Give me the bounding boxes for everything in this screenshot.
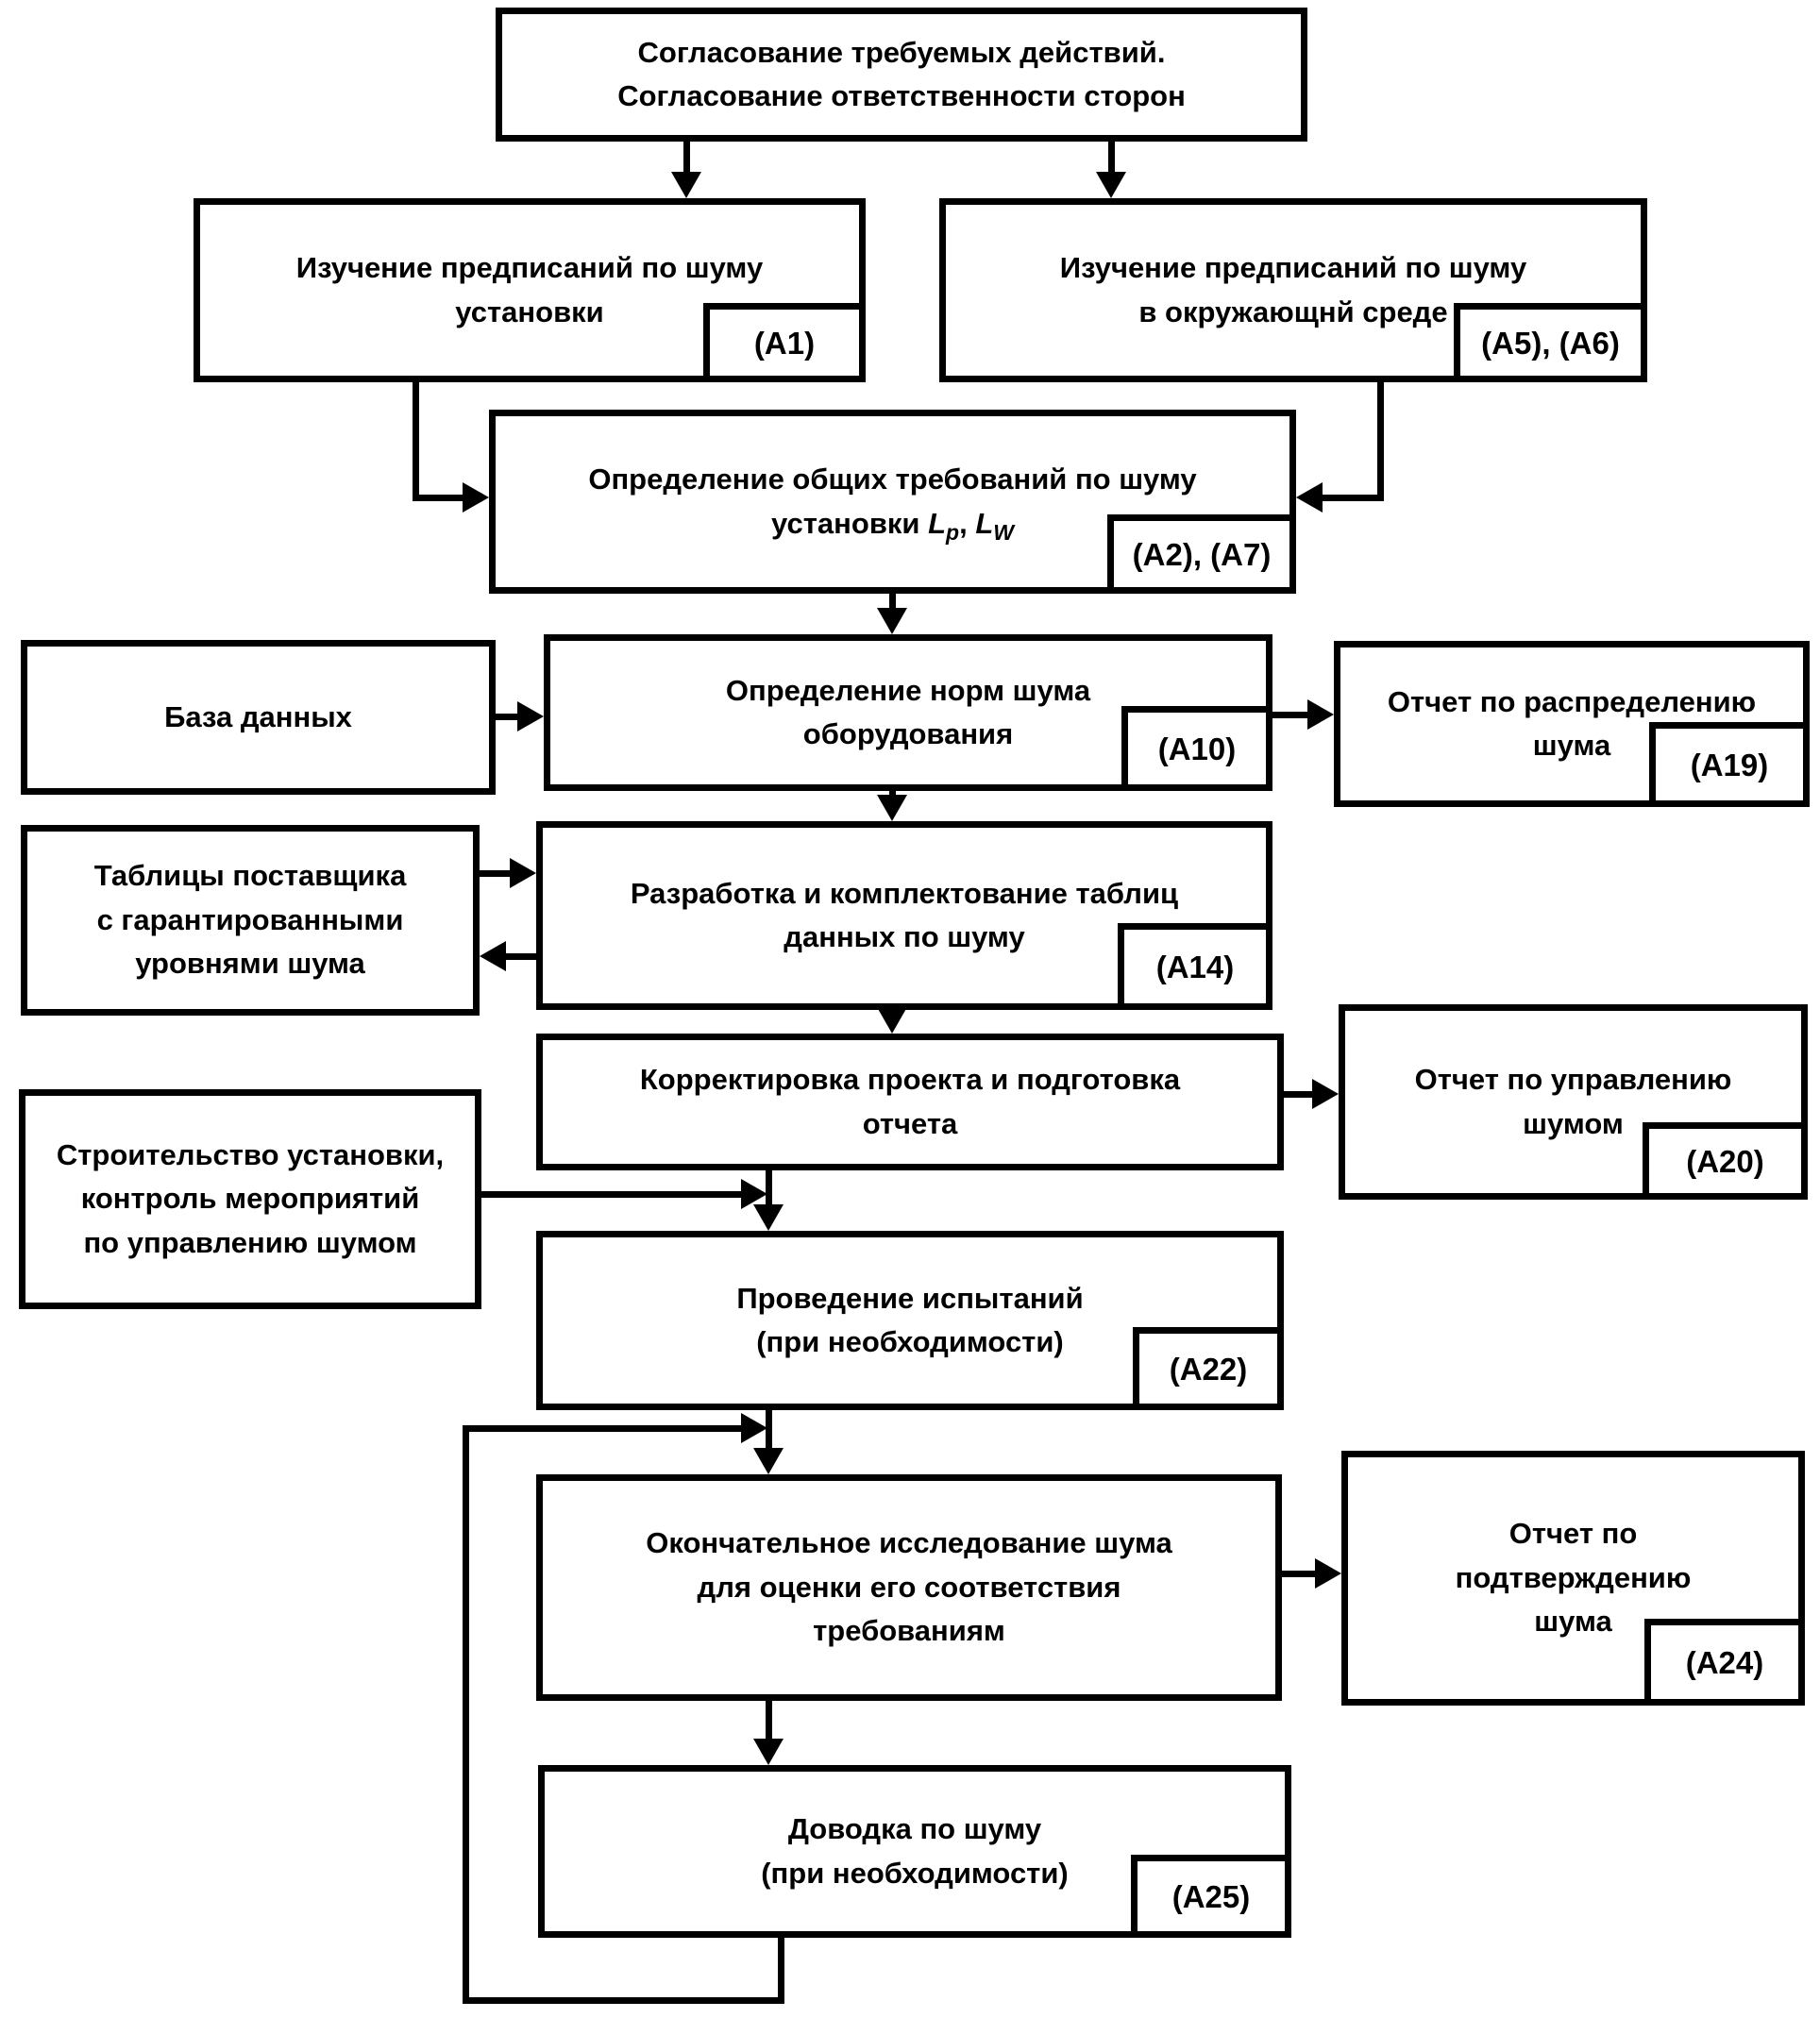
node-database-label: База данных	[164, 699, 352, 733]
arrowhead-equip-norms-to-data-tables	[877, 795, 907, 821]
node-general-requirements: Определение общих требований по шуму уст…	[489, 410, 1296, 594]
arrowhead-study-plant-to-general-req	[463, 482, 489, 513]
connector-study-plant-to-general-req-h	[413, 495, 464, 501]
connector-loopback-up	[463, 1425, 469, 2004]
connector-general-req-to-equip-norms	[889, 594, 896, 611]
arrowhead-database-to-equip-norms	[517, 701, 544, 732]
node-agree-actions: Согласование требуемых действий. Согласо…	[496, 8, 1307, 142]
arrowhead-construction-to-junction	[741, 1179, 767, 1209]
node-final-noise-study: Окончательное исследование шума для оцен…	[536, 1474, 1282, 1701]
arrowhead-equip-norms-to-report-distribution	[1307, 699, 1334, 730]
node-report-noise-confirmation-tag: (А24)	[1644, 1619, 1805, 1706]
node-noise-data-tables: Разработка и комплектование таблиц данны…	[536, 821, 1272, 1010]
node-report-noise-management-tag: (А20)	[1643, 1122, 1808, 1200]
arrowhead-testing-to-final-study	[753, 1448, 784, 1474]
connector-construction-to-junction	[481, 1191, 743, 1198]
arrowhead-agree-to-study-plant	[671, 172, 701, 198]
node-report-noise-management-label: Отчет по управлению шумом	[1414, 1063, 1732, 1140]
node-database: База данных	[21, 640, 496, 795]
node-final-noise-study-label: Окончательное исследование шума для оцен…	[646, 1526, 1172, 1648]
node-equipment-noise-norms-label: Определение норм шума оборудования	[725, 673, 1091, 751]
node-testing: Проведение испытаний (при необходимости)…	[536, 1231, 1284, 1410]
connector-testing-to-final-study	[766, 1410, 772, 1454]
node-equipment-noise-norms-tag: (А10)	[1121, 706, 1272, 791]
connector-study-plant-to-general-req-v	[413, 382, 419, 501]
arrowhead-final-study-to-report-confirmation	[1315, 1558, 1341, 1589]
node-agree-actions-label: Согласование требуемых действий. Согласо…	[617, 35, 1186, 113]
arrowhead-final-study-to-noise-tuning	[753, 1739, 784, 1765]
node-noise-data-tables-tag: (А14)	[1118, 923, 1272, 1010]
connector-loopback-down	[778, 1938, 784, 2004]
node-construction-control: Строительство установки, контроль меропр…	[19, 1089, 481, 1309]
node-supplier-tables: Таблицы поставщика с гарантированными ур…	[21, 825, 480, 1016]
node-general-requirements-label: Определение общих требований по шуму уст…	[588, 462, 1197, 545]
node-report-noise-management: Отчет по управлению шумом (А20)	[1339, 1004, 1808, 1200]
node-study-plant-noise-tag: (А1)	[703, 303, 866, 382]
node-report-noise-distribution: Отчет по распределению шума (А19)	[1334, 641, 1810, 807]
node-report-noise-confirmation: Отчет по подтверждению шума (А24)	[1341, 1451, 1805, 1706]
connector-supplier-to-data-tables	[480, 870, 512, 877]
node-general-requirements-tag: (А2), (А7)	[1107, 514, 1296, 594]
node-project-adjustment-label: Корректировка проекта и подготовка отчет…	[639, 1063, 1181, 1140]
symbol-lw: L	[975, 506, 994, 540]
node-construction-control-label: Строительство установки, контроль меропр…	[56, 1137, 445, 1259]
node-supplier-tables-label: Таблицы поставщика с гарантированными ур…	[93, 859, 407, 981]
node-study-env-noise-tag: (А5), (А6)	[1454, 303, 1647, 382]
node-study-plant-noise: Изучение предписаний по шуму установки (…	[194, 198, 866, 382]
arrowhead-general-req-to-equip-norms	[877, 608, 907, 634]
arrowhead-loopback-feed	[741, 1413, 767, 1443]
arrowhead-agree-to-study-env	[1096, 172, 1126, 198]
connector-study-env-to-general-req-h	[1321, 495, 1384, 501]
node-report-noise-confirmation-label: Отчет по подтверждению шума	[1455, 1517, 1692, 1639]
connector-project-adjust-to-report-management	[1284, 1091, 1314, 1098]
arrowhead-data-tables-to-supplier	[480, 941, 506, 971]
arrowhead-project-adjust-to-report-management	[1312, 1079, 1339, 1109]
node-noise-tuning: Доводка по шуму (при необходимости) (А25…	[538, 1765, 1291, 1938]
node-study-env-noise: Изучение предписаний по шуму в окружающн…	[939, 198, 1647, 382]
connector-data-tables-to-supplier	[506, 953, 536, 960]
node-report-noise-distribution-tag: (А19)	[1649, 722, 1810, 807]
arrowhead-supplier-to-data-tables	[510, 858, 536, 888]
node-report-noise-distribution-label: Отчет по распределению шума	[1387, 684, 1757, 763]
connector-equip-norms-to-report-distribution	[1272, 712, 1309, 718]
connector-final-study-to-report-confirmation	[1282, 1571, 1317, 1577]
connector-loopback-feed	[463, 1425, 743, 1432]
connector-database-to-equip-norms	[496, 714, 521, 720]
node-noise-tuning-label: Доводка по шуму (при необходимости)	[761, 1812, 1069, 1890]
node-noise-data-tables-label: Разработка и комплектование таблиц данны…	[630, 876, 1179, 954]
connector-project-adjust-to-testing	[766, 1170, 772, 1208]
connector-agree-to-study-plant	[683, 142, 690, 176]
node-study-plant-noise-label: Изучение предписаний по шуму установки	[295, 251, 764, 328]
arrowhead-study-env-to-general-req	[1296, 482, 1323, 513]
connector-study-env-to-general-req-v	[1377, 382, 1384, 501]
connector-final-study-to-noise-tuning	[766, 1701, 772, 1744]
connector-agree-to-study-env	[1108, 142, 1115, 176]
node-study-env-noise-label: Изучение предписаний по шуму в окружающн…	[1059, 251, 1527, 328]
symbol-lp: L	[928, 506, 947, 540]
connector-loopback-bottom	[463, 1997, 784, 2004]
node-testing-tag: (А22)	[1133, 1327, 1284, 1410]
node-testing-label: Проведение испытаний (при необходимости)	[736, 1281, 1084, 1359]
node-equipment-noise-norms: Определение норм шума оборудования (А10)	[544, 634, 1272, 791]
arrowhead-data-tables-to-project-adjust	[877, 1007, 907, 1034]
node-project-adjustment: Корректировка проекта и подготовка отчет…	[536, 1034, 1284, 1170]
node-noise-tuning-tag: (А25)	[1131, 1855, 1291, 1938]
